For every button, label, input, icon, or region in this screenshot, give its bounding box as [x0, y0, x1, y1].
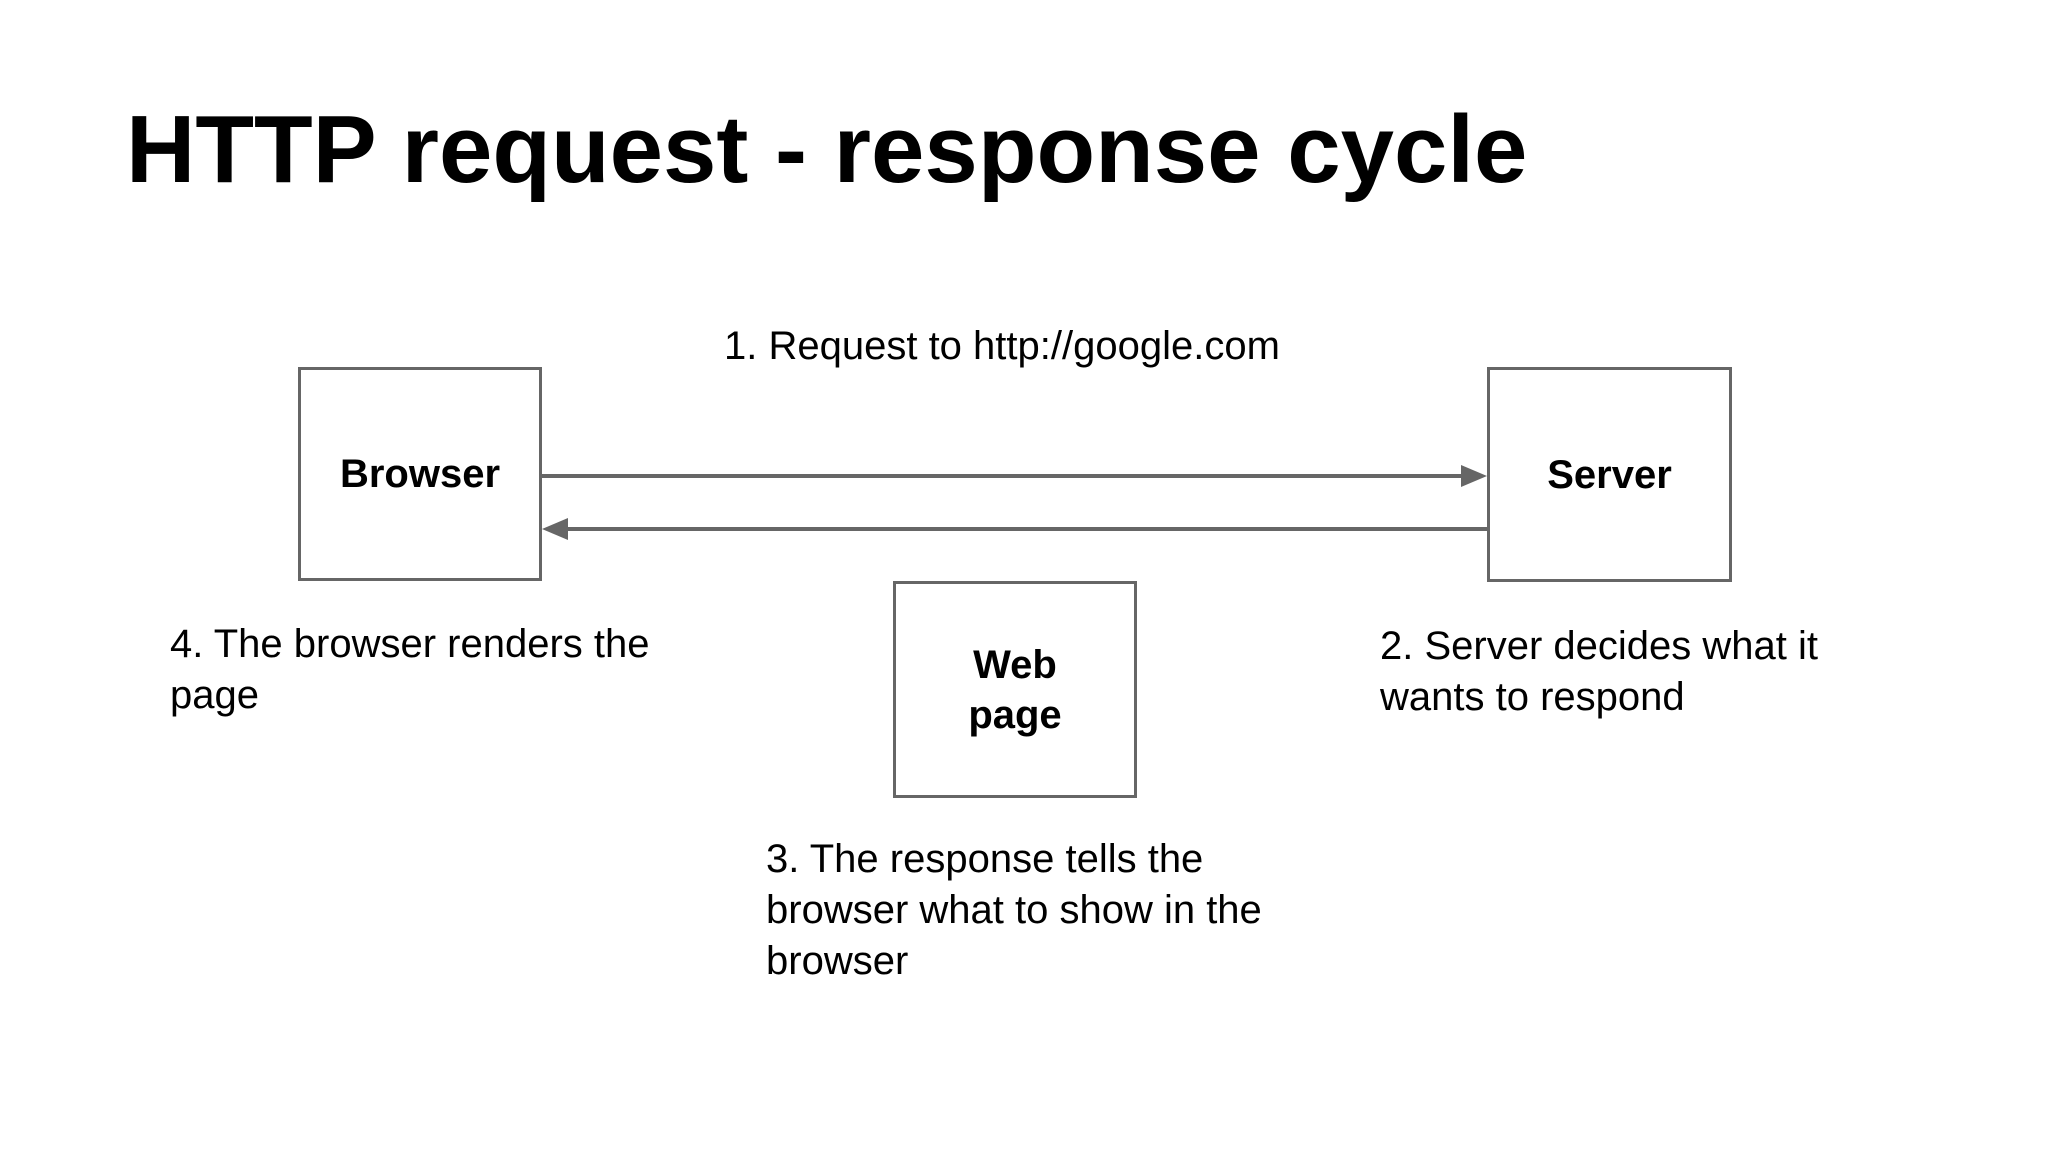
browser-node: Browser: [298, 367, 542, 581]
webpage-node-label: Web page: [968, 642, 1062, 737]
server-node-label: Server: [1547, 452, 1672, 497]
response-arrow-line: [568, 527, 1487, 531]
request-arrow-line: [542, 474, 1462, 478]
step4-render-label: 4. The browser renders the page: [170, 622, 650, 718]
request-arrow-head: [1461, 465, 1487, 487]
page-title: HTTP request - response cycle: [126, 96, 1528, 203]
server-node: Server: [1487, 367, 1732, 582]
webpage-node: Web page: [893, 581, 1137, 798]
step2-server-decides-label: 2. Server decides what it wants to respo…: [1380, 624, 1818, 720]
step3-response-label: 3. The response tells the browser what t…: [766, 837, 1262, 984]
step1-request-label: 1. Request to http://google.com: [724, 324, 1280, 368]
browser-node-label: Browser: [339, 452, 501, 496]
response-arrow-head: [542, 518, 568, 540]
